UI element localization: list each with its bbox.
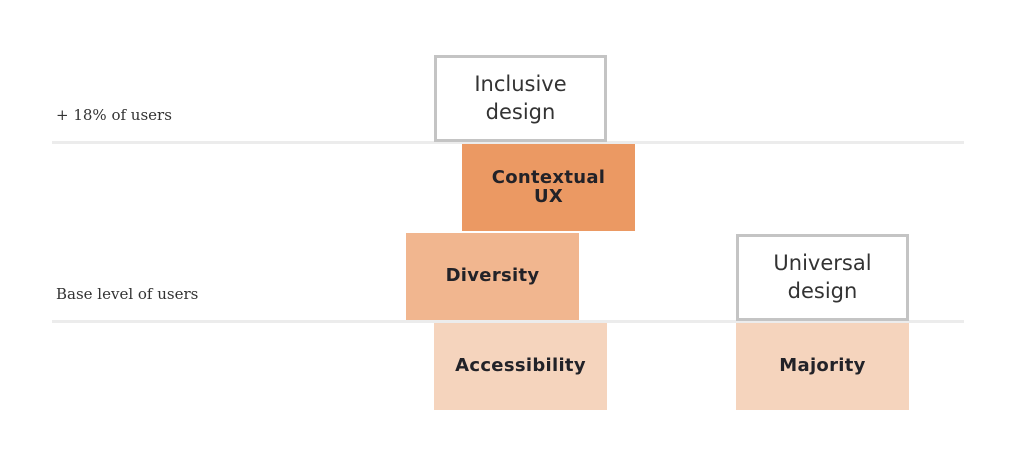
- inclusive-design-line2: design: [485, 99, 556, 124]
- inclusive-design-box: Inclusive design: [434, 55, 607, 142]
- majority-box: Majority: [736, 323, 909, 410]
- contextual-ux-line2: UX: [533, 185, 564, 207]
- base-level-label: Base level of users: [56, 285, 199, 303]
- universal-design-line2: design: [787, 278, 858, 303]
- contextual-ux-line1: Contextual: [491, 166, 606, 188]
- base-level-divider: [52, 320, 964, 323]
- diversity-label: Diversity: [445, 265, 540, 287]
- inclusive-design-line1: Inclusive: [474, 72, 567, 97]
- upper-level-label: + 18% of users: [56, 106, 172, 124]
- universal-design-line1: Universal: [773, 251, 872, 276]
- accessibility-box: Accessibility: [434, 323, 607, 410]
- diversity-box: Diversity: [406, 233, 579, 320]
- contextual-ux-box: Contextual UX: [462, 144, 635, 231]
- upper-level-divider: [52, 141, 964, 144]
- majority-label: Majority: [779, 355, 866, 377]
- accessibility-label: Accessibility: [455, 355, 586, 377]
- universal-design-box: Universal design: [736, 234, 909, 321]
